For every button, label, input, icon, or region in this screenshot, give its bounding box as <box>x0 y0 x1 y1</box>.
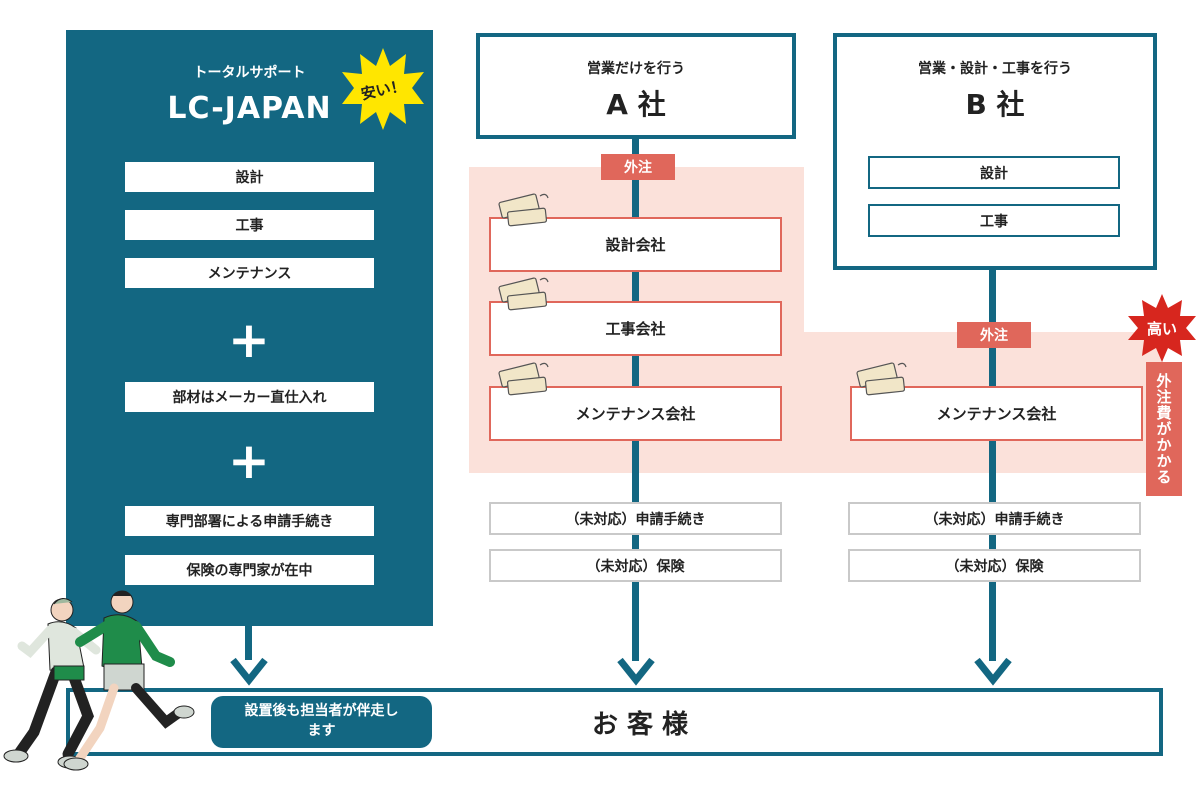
money-icon <box>498 277 549 311</box>
lc-title: LC-JAPAN <box>167 90 332 126</box>
company-a-subtitle: 営業だけを行う <box>587 61 685 77</box>
company-b-maintenance-sub: メンテナンス会社 <box>850 386 1143 441</box>
expensive-badge-label: 高い <box>1146 319 1177 338</box>
company-a-box <box>476 33 796 139</box>
company-b-subtitle: 営業・設計・工事を行う <box>918 61 1072 77</box>
company-b-outsource-tag: 外注 <box>957 322 1031 348</box>
cheap-badge-label: 安い！ <box>359 76 407 103</box>
company-b-item-design: 設計 <box>868 156 1120 189</box>
company-a-insurance-unsupported: （未対応）保険 <box>489 549 782 582</box>
lc-arrow-head-icon <box>230 657 268 686</box>
companion-pill-text: 設置後も担当者が伴走します <box>244 703 399 739</box>
company-b-arrow-head-icon <box>974 657 1012 686</box>
money-icon <box>498 193 549 227</box>
lc-subtitle: トータルサポート <box>193 65 306 81</box>
company-b-flow-line <box>989 270 996 661</box>
lc-item-design: 設計 <box>125 162 374 192</box>
company-a-arrow-head-icon <box>617 657 655 686</box>
runners-illustration <box>3 590 195 771</box>
money-icon <box>498 362 549 396</box>
company-b-title: B 社 <box>965 88 1025 121</box>
lc-item-construction: 工事 <box>125 210 374 240</box>
money-icon <box>856 362 907 396</box>
company-b-insurance-unsupported: （未対応）保険 <box>848 549 1141 582</box>
company-a-design-sub: 設計会社 <box>489 217 782 272</box>
outsource-cost-note-text: 外注費がかかる <box>1154 373 1173 485</box>
company-a-outsource-tag: 外注 <box>601 154 675 180</box>
company-a-title: A 社 <box>606 88 666 121</box>
company-a-application-unsupported: （未対応）申請手続き <box>489 502 782 535</box>
plus-icon-2: + <box>228 432 270 490</box>
lc-item-application: 専門部署による申請手続き <box>125 506 374 536</box>
outsource-cost-note: 外注費がかかる <box>1146 362 1182 496</box>
expensive-badge <box>1128 294 1196 362</box>
lc-arrow-line <box>245 626 252 660</box>
lc-item-material: 部材はメーカー直仕入れ <box>125 382 374 412</box>
company-a-construction-sub: 工事会社 <box>489 301 782 356</box>
company-b-application-unsupported: （未対応）申請手続き <box>848 502 1141 535</box>
companion-pill: 設置後も担当者が伴走します <box>211 696 432 748</box>
customer-label: お 客 様 <box>591 709 689 740</box>
company-a-maintenance-sub: メンテナンス会社 <box>489 386 782 441</box>
lc-item-maintenance: メンテナンス <box>125 258 374 288</box>
plus-icon: + <box>228 311 270 369</box>
company-b-item-construction: 工事 <box>868 204 1120 237</box>
company-b-box <box>833 33 1157 270</box>
lc-item-insurance: 保険の専門家が在中 <box>125 555 374 585</box>
cheap-badge <box>342 48 424 130</box>
